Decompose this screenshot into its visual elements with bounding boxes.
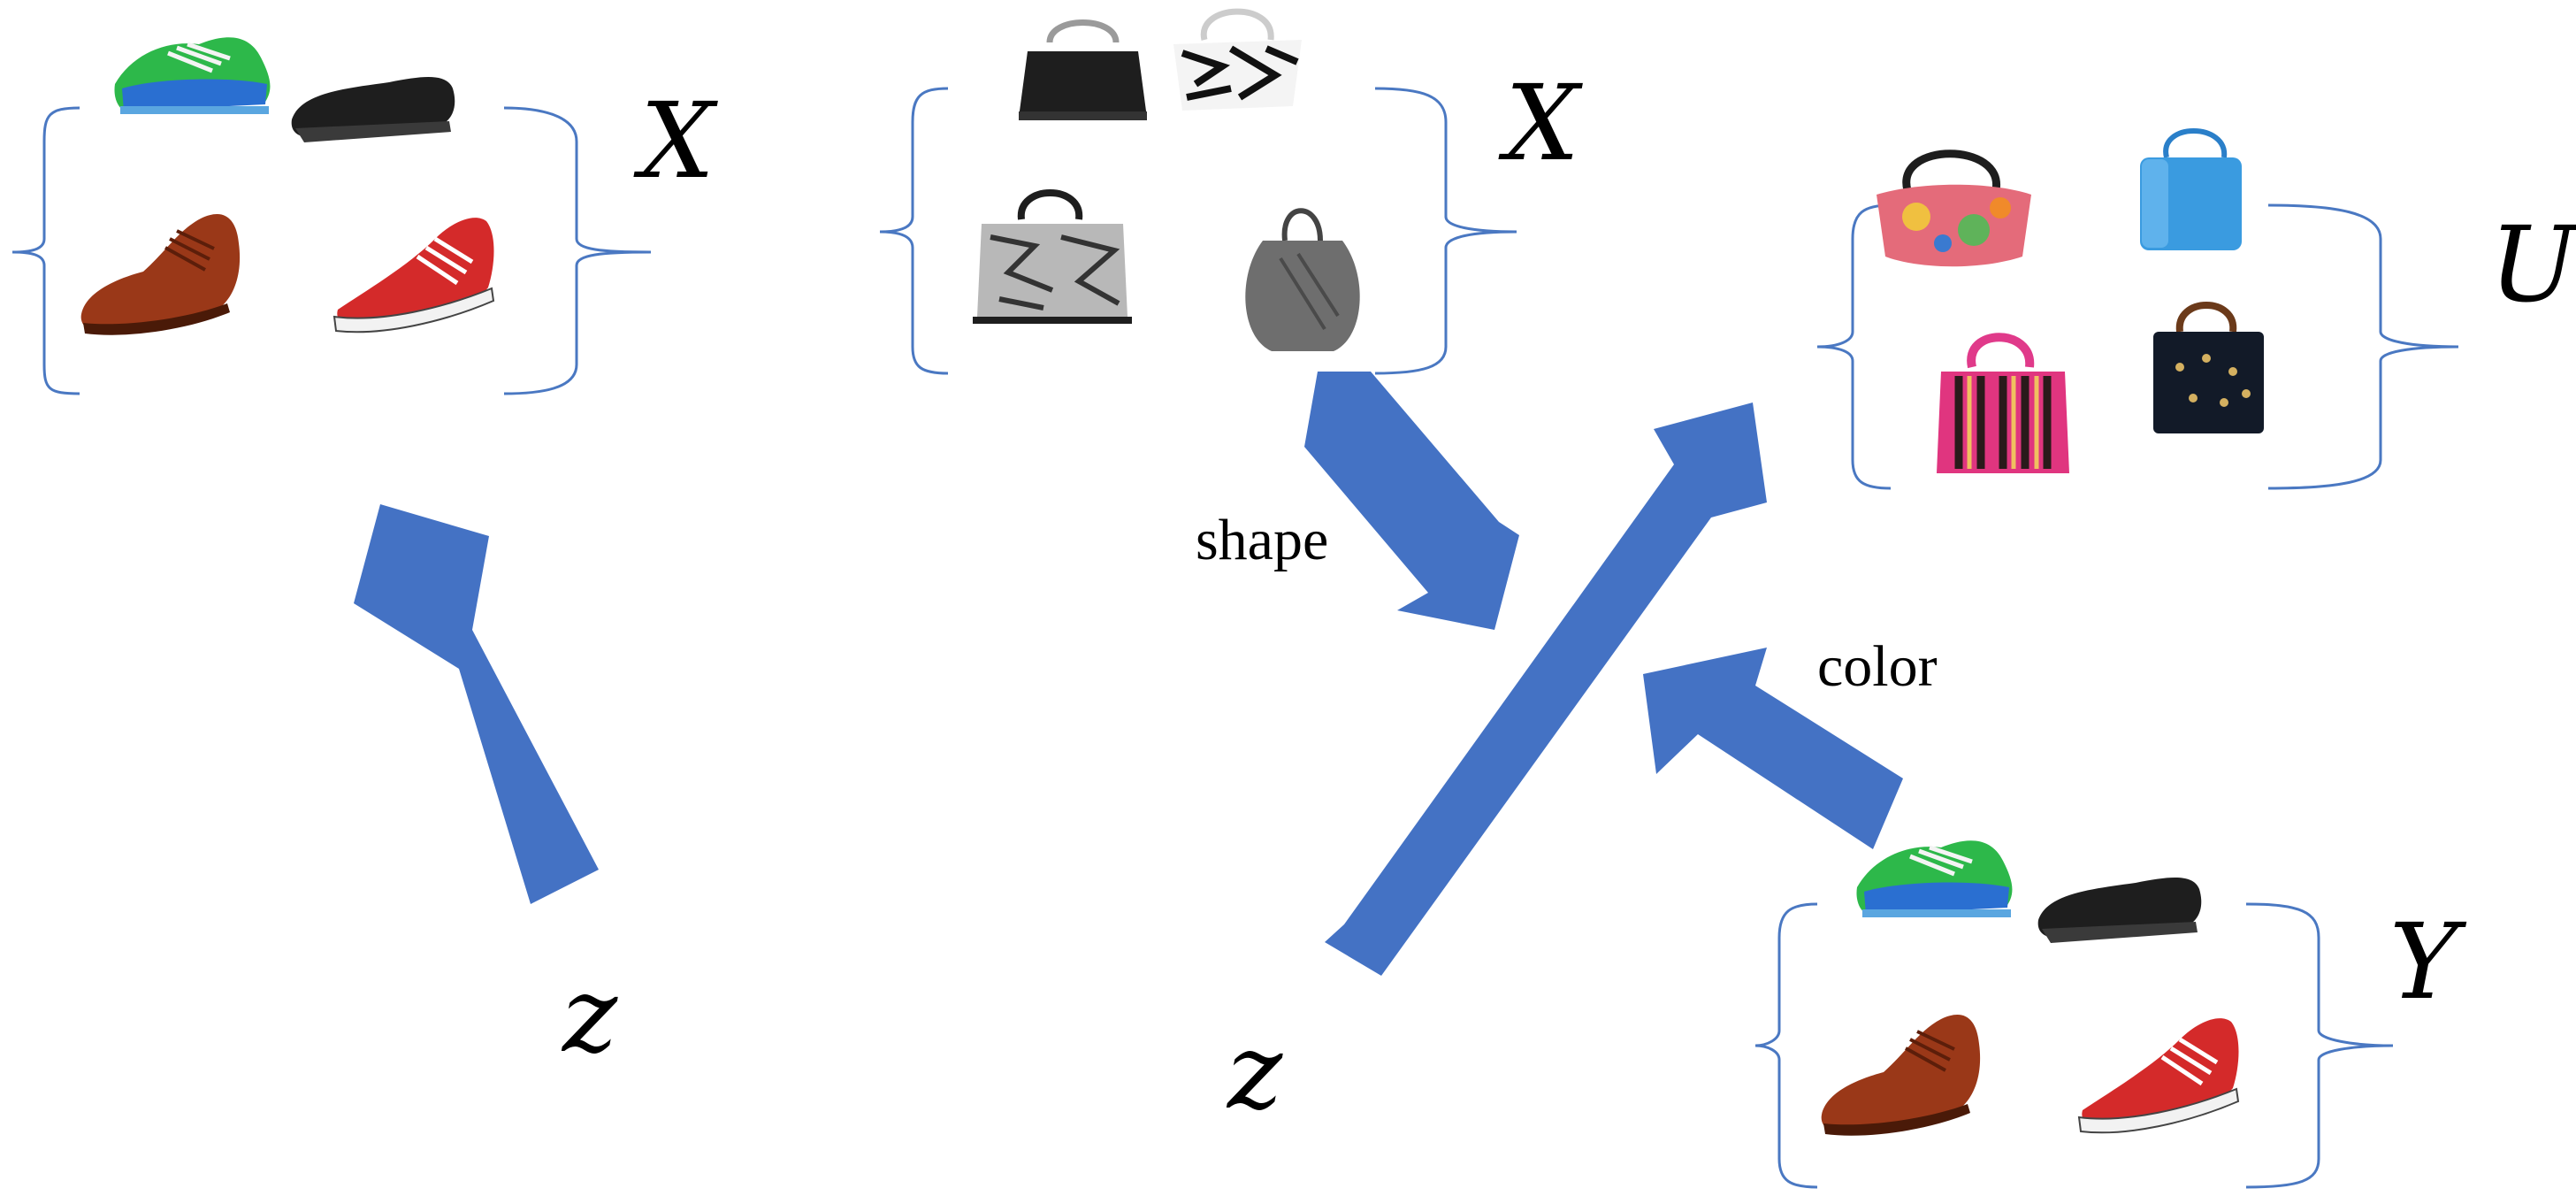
arrow-shape — [1304, 372, 1519, 630]
latent-z-left: z — [561, 954, 618, 1076]
left-brace — [1754, 902, 1818, 1189]
arrow-color — [1643, 648, 1903, 849]
right-brace — [2245, 902, 2394, 1189]
arrow-label-shape: shape — [1196, 508, 1328, 572]
set-symbol-x: X — [633, 80, 718, 202]
black-handbag-icon — [1019, 23, 1147, 121]
set-x-bags: X — [879, 12, 1583, 375]
floral-handbag-icon — [1877, 154, 2031, 267]
black-studded-bag-icon — [2153, 305, 2264, 433]
running-shoe-icon — [1856, 840, 2012, 917]
red-sneaker-icon — [334, 218, 494, 332]
right-brace — [1374, 87, 1517, 375]
set-symbol-y: Y — [2389, 901, 2467, 1023]
brown-oxford-icon — [79, 212, 242, 337]
set-x-shoes: X — [11, 37, 718, 395]
set-symbol-x: X — [1498, 62, 1583, 184]
set-u-bags: U — [1816, 131, 2576, 490]
zebra-handbag-icon — [1173, 12, 1302, 111]
right-brace — [503, 106, 652, 395]
striped-pink-bag-icon — [1937, 337, 2069, 473]
black-loafer-icon — [291, 77, 455, 142]
patterned-handbag-icon — [973, 193, 1132, 324]
arrow-z-to-x-shoes — [354, 504, 599, 904]
right-brace — [2267, 203, 2459, 490]
blue-handbag-icon — [2140, 131, 2242, 250]
left-brace — [11, 106, 80, 395]
brown-oxford-icon — [1819, 1013, 1983, 1138]
running-shoe-icon — [114, 37, 270, 114]
left-brace — [879, 87, 949, 375]
arrow-label-color: color — [1817, 634, 1938, 699]
grey-hobo-bag-icon — [1245, 211, 1359, 351]
arrow-z-to-u — [1325, 402, 1767, 976]
black-loafer-icon — [2037, 878, 2202, 943]
set-y-shoes: Y — [1754, 840, 2467, 1189]
left-brace — [1816, 203, 1892, 490]
latent-z-right: z — [1226, 1010, 1283, 1132]
red-sneaker-icon — [2079, 1018, 2239, 1132]
set-symbol-u: U — [2489, 203, 2576, 326]
